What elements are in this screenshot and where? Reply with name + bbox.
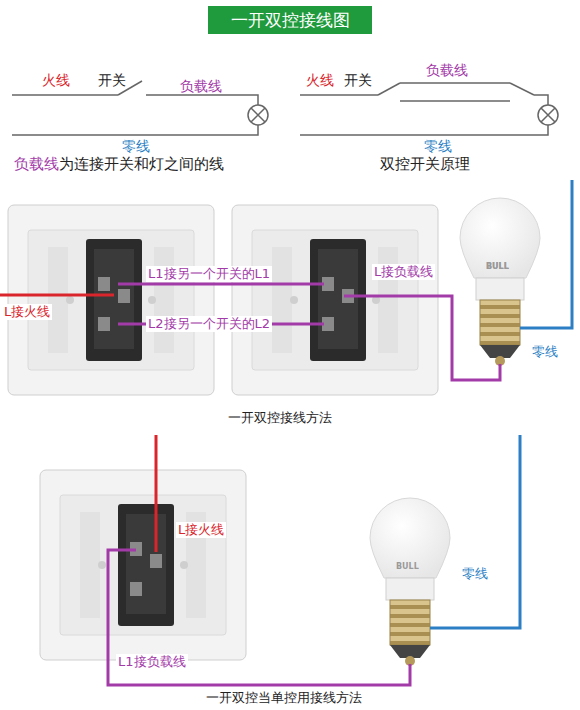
switch-plate — [40, 470, 246, 660]
brand-mark: BULL — [486, 262, 509, 272]
section-caption: 双控开关原理 — [380, 155, 470, 173]
part-label: 开关 — [344, 72, 372, 89]
wire-label: 负载线 — [14, 155, 59, 173]
wire-label: L接火线 — [2, 304, 52, 320]
wire-label: 负载线 — [426, 62, 468, 79]
wire-label: 零线 — [460, 566, 490, 582]
wire-label: 零线 — [424, 138, 452, 155]
wire-label: L接火线 — [176, 522, 226, 538]
section-caption: 一开双控接线方法 — [228, 410, 332, 426]
switch-plate — [8, 205, 214, 395]
wire-label: 零线 — [530, 344, 560, 360]
wires — [108, 435, 520, 685]
double-switch-schematic — [300, 83, 558, 135]
wire-label: 负载线 — [180, 78, 222, 95]
light-bulb — [370, 498, 450, 666]
wire-label: L接负载线 — [372, 264, 435, 280]
wire-label: L1接另一个开关的L1 — [146, 266, 272, 282]
wire-label: 零线 — [122, 138, 150, 155]
title-banner: 一开双控接线图 — [208, 6, 372, 34]
section-caption: 一开双控当单控用接线方法 — [206, 690, 362, 706]
note-text: 为连接开关和灯之间的线 — [59, 155, 224, 173]
wire-label: 火线 — [306, 72, 334, 89]
switch-plate — [232, 205, 438, 395]
single-switch-schematic — [12, 81, 268, 135]
wire-label: L2接另一个开关的L2 — [146, 316, 272, 332]
brand-mark: BULL — [396, 562, 419, 572]
wires — [0, 180, 572, 380]
wire-label: 火线 — [42, 72, 70, 89]
light-bulb — [460, 198, 540, 366]
part-label: 开关 — [98, 72, 126, 89]
wire-label: L1接负载线 — [116, 654, 188, 670]
